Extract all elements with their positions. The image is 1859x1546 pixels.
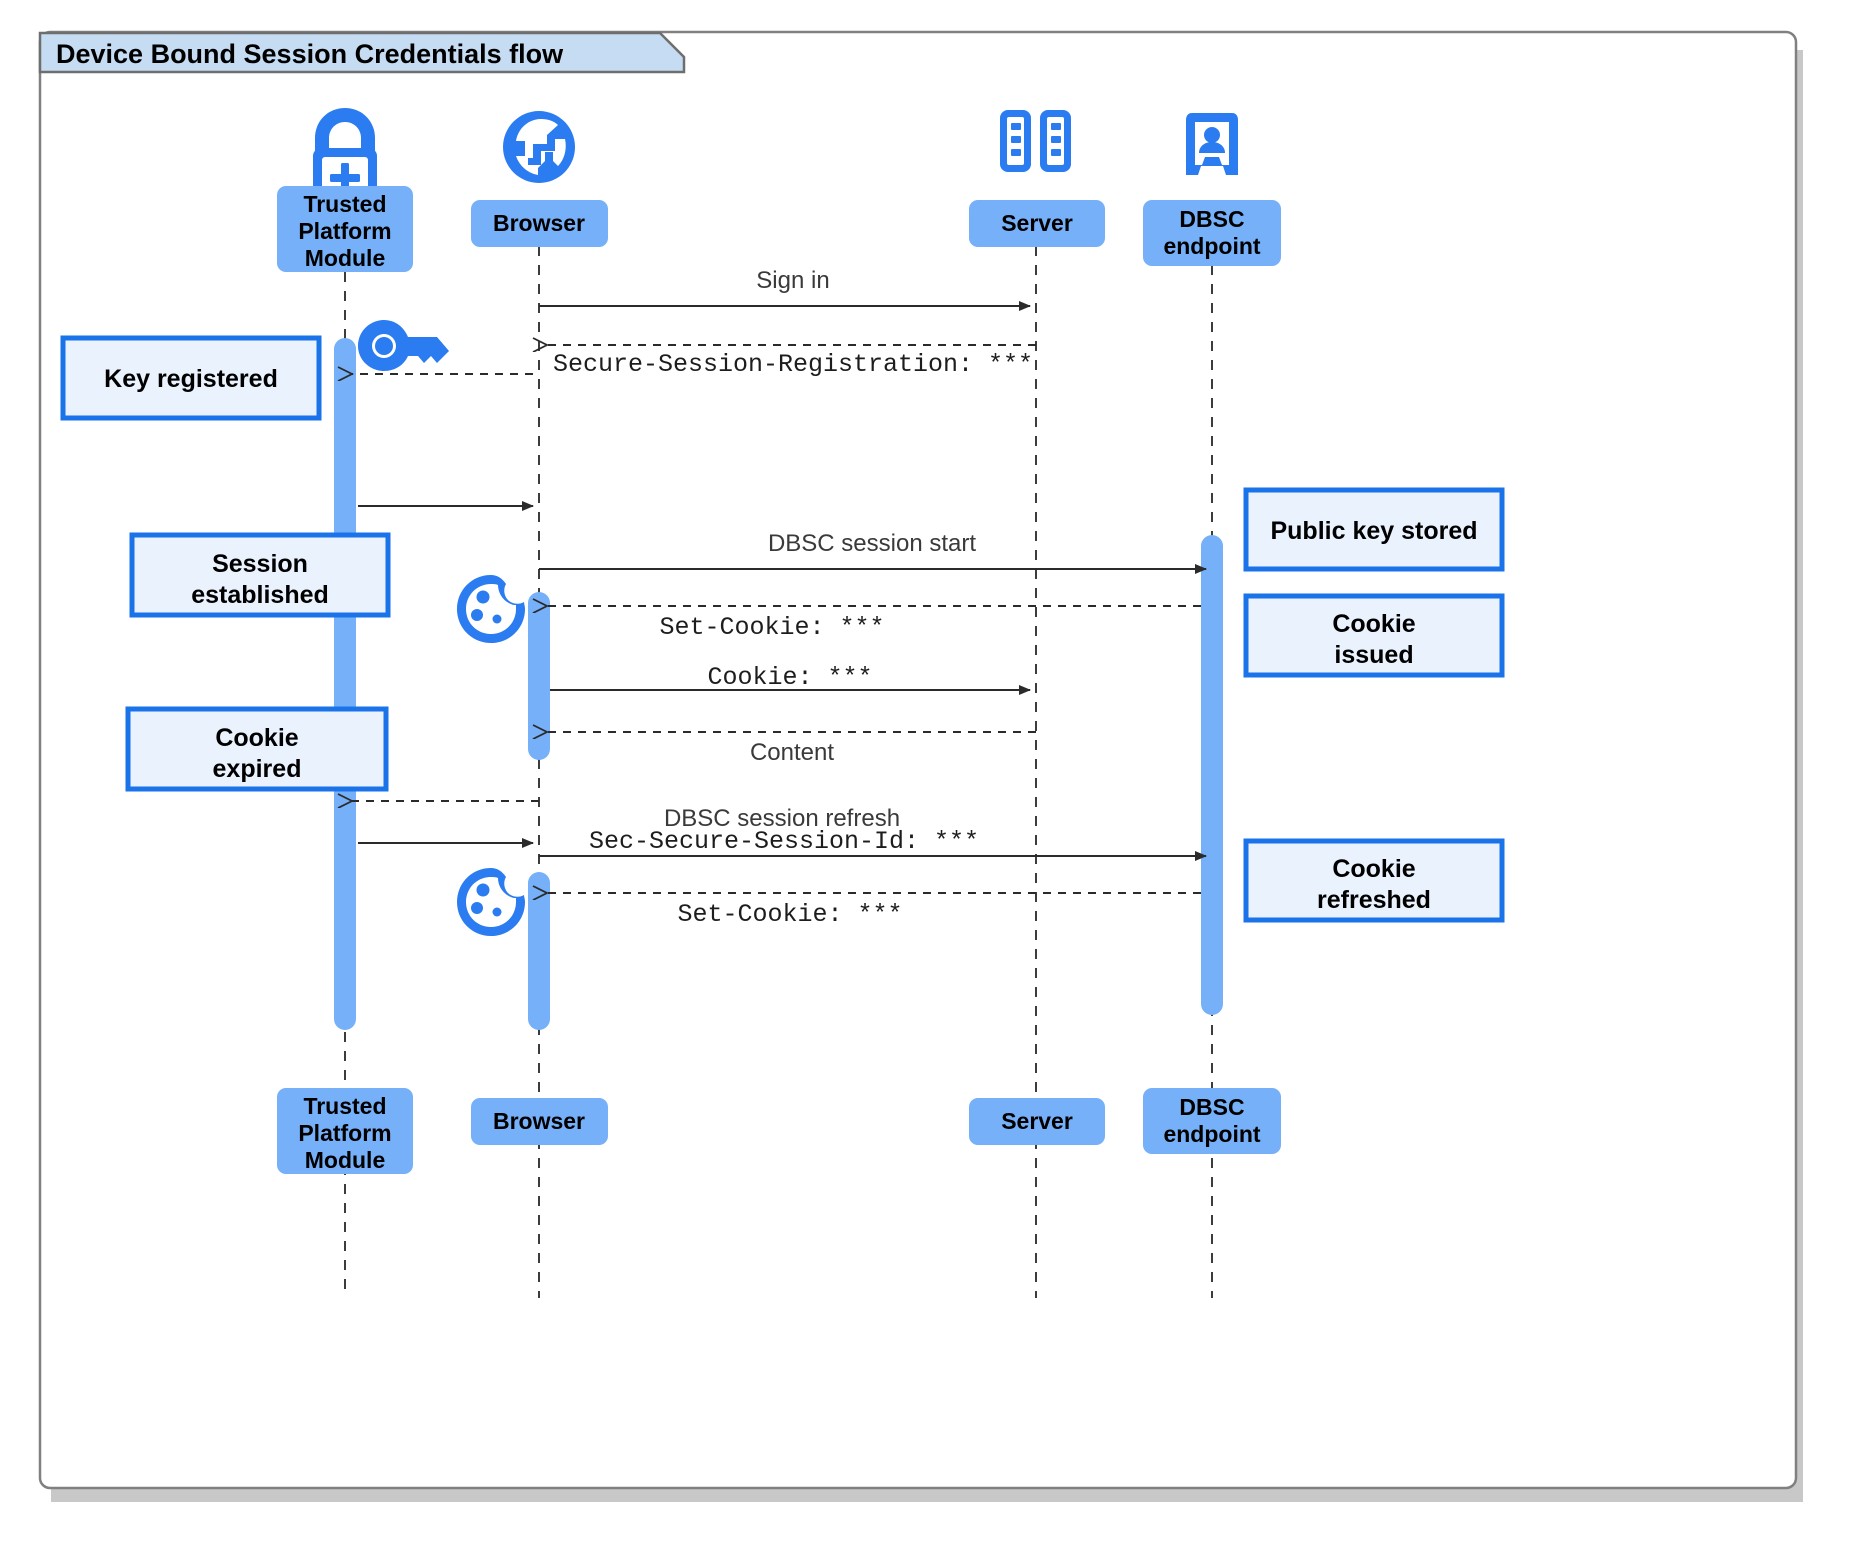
message-dbsc-session-refresh: DBSC session refresh — [352, 801, 900, 832]
note-public-key-stored: Public key stored — [1243, 487, 1505, 572]
participant-label-tpm-bottom-line3: Module — [305, 1147, 386, 1173]
key-icon — [358, 320, 449, 371]
participant-box-tpm[interactable] — [277, 186, 413, 272]
message-label-cookie: Cookie: *** — [707, 663, 872, 692]
cookie-icon — [457, 868, 525, 936]
participant-server-top[interactable]: Server — [969, 200, 1105, 247]
note-label-cookie-refreshed-line1: Cookie — [1332, 855, 1415, 883]
participant-box-dbsc-bottom[interactable] — [1143, 1088, 1281, 1154]
note-label-cookie-issued-line1: Cookie — [1332, 610, 1415, 638]
note-cookie-issued: Cookie issued — [1243, 593, 1505, 678]
participant-label-browser: Browser — [493, 210, 585, 236]
participant-tpm-top[interactable]: Trusted Platform Module — [277, 186, 413, 272]
message-label-dbsc-session-start: DBSC session start — [768, 530, 976, 557]
note-label-session-established-line2: established — [191, 581, 329, 609]
note-label-session-established-line1: Session — [212, 550, 308, 578]
participant-label-server: Server — [1001, 210, 1073, 236]
participant-browser-top[interactable]: Browser — [471, 200, 608, 247]
message-dbsc-session-start: DBSC session start — [539, 530, 1207, 574]
note-label-cookie-expired-line1: Cookie — [215, 724, 298, 752]
message-label-content: Content — [750, 739, 834, 766]
message-sec-secure-session-id: Sec-Secure-Session-Id: *** — [539, 827, 1207, 861]
participant-tpm-bottom[interactable]: Trusted Platform Module — [277, 1088, 413, 1174]
participant-label-dbsc-line1: DBSC — [1179, 206, 1244, 232]
activation-bar-browser-1 — [528, 592, 550, 760]
message-label-secure-session-registration: Secure-Session-Registration: *** — [553, 350, 1033, 379]
page-title: Device Bound Session Credentials flow — [56, 39, 564, 69]
id-badge-icon — [1186, 113, 1238, 175]
participant-box-browser-bottom[interactable] — [471, 1098, 608, 1145]
participant-dbsc-top[interactable]: DBSC endpoint — [1143, 200, 1281, 266]
participant-label-tpm-line2: Platform — [298, 218, 391, 244]
note-key-registered: Key registered — [60, 335, 322, 421]
message-sign-in: Sign in — [539, 267, 1031, 311]
participant-label-dbsc-line2: endpoint — [1163, 233, 1260, 259]
participant-box-server[interactable] — [969, 200, 1105, 247]
note-label-public-key-stored: Public key stored — [1270, 517, 1477, 545]
note-label-cookie-refreshed-line2: refreshed — [1317, 886, 1431, 914]
message-content: Content — [547, 732, 1036, 766]
participant-label-browser-bottom: Browser — [493, 1108, 585, 1134]
participant-box-browser[interactable] — [471, 200, 608, 247]
message-label-sec-secure-session-id: Sec-Secure-Session-Id: *** — [589, 827, 979, 856]
note-session-established: Session established — [129, 532, 391, 618]
participant-box-server-bottom[interactable] — [969, 1098, 1105, 1145]
activation-bar-dbsc — [1201, 535, 1223, 1015]
message-label-dbsc-session-refresh: DBSC session refresh — [664, 805, 900, 832]
message-cookie: Cookie: *** — [550, 663, 1031, 695]
globe-icon — [503, 111, 575, 183]
participant-browser-bottom[interactable]: Browser — [471, 1098, 608, 1145]
note-cookie-expired: Cookie expired — [125, 706, 389, 792]
activation-bars — [334, 338, 1223, 1030]
cookie-icon — [457, 575, 525, 643]
participant-server-bottom[interactable]: Server — [969, 1098, 1105, 1145]
activation-bar-browser-2 — [528, 872, 550, 1030]
message-label-set-cookie-2: Set-Cookie: *** — [677, 900, 902, 929]
note-label-cookie-expired-line2: expired — [213, 755, 302, 783]
participant-box-tpm-bottom[interactable] — [277, 1088, 413, 1174]
message-label-sign-in: Sign in — [756, 267, 829, 294]
participant-label-tpm-bottom-line1: Trusted — [303, 1093, 386, 1119]
message-label-set-cookie-1: Set-Cookie: *** — [659, 613, 884, 642]
note-cookie-refreshed: Cookie refreshed — [1243, 838, 1505, 923]
participant-label-dbsc-bottom-line1: DBSC — [1179, 1094, 1244, 1120]
server-rack-icon — [1000, 110, 1071, 172]
note-label-cookie-issued-line2: issued — [1334, 641, 1413, 669]
participant-box-dbsc[interactable] — [1143, 200, 1281, 266]
participant-label-tpm-bottom-line2: Platform — [298, 1120, 391, 1146]
diagram-title-banner: Device Bound Session Credentials flow — [38, 31, 686, 74]
message-secure-session-registration: Secure-Session-Registration: *** — [547, 345, 1036, 379]
participant-dbsc-bottom[interactable]: DBSC endpoint — [1143, 1088, 1281, 1154]
message-set-cookie-2: Set-Cookie: *** — [547, 893, 1201, 929]
participant-label-dbsc-bottom-line2: endpoint — [1163, 1121, 1260, 1147]
participant-label-tpm-line1: Trusted — [303, 191, 386, 217]
participant-label-tpm-line3: Module — [305, 245, 386, 271]
note-label-key-registered: Key registered — [104, 365, 278, 393]
participant-label-server-bottom: Server — [1001, 1108, 1073, 1134]
activation-bar-tpm — [334, 338, 356, 1030]
message-set-cookie-1: Set-Cookie: *** — [547, 606, 1201, 642]
